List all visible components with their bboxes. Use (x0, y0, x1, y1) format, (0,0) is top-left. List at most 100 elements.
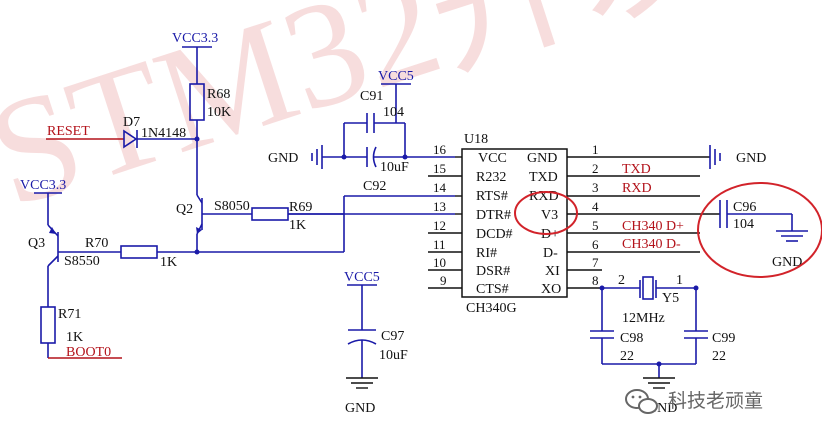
c98-ref: C98 (620, 331, 643, 346)
r68-value: 10K (207, 105, 231, 120)
c99-value: 22 (712, 349, 726, 364)
c92-value: 10uF (380, 160, 409, 175)
pin-12-num: 12 (433, 218, 446, 233)
pin-12-name: DCD# (476, 227, 513, 242)
pin-2-name: TXD (529, 170, 558, 185)
pin-16-num: 16 (433, 142, 447, 157)
pin-7-num: 7 (592, 255, 599, 270)
watermark-text: STM32开发 (0, 0, 743, 239)
vcc33-left-label: VCC3.3 (20, 178, 66, 193)
capacitor-c91: C91 104 (343, 89, 406, 157)
gnd-c96: GND (772, 230, 808, 270)
pin-10-name: DSR# (476, 264, 510, 279)
pin-9-num: 9 (440, 273, 447, 288)
pin-3-num: 3 (592, 180, 599, 195)
diode-d7: D7 1N4148 (123, 115, 200, 149)
q3-ref: Q3 (28, 236, 45, 251)
capacitor-c99: C99 22 (684, 288, 735, 364)
wechat-icon (625, 389, 658, 414)
gnd-c97: GND (345, 377, 378, 416)
q2-value: S8050 (214, 199, 250, 214)
vcc5-top-label: VCC5 (378, 69, 414, 84)
u18-left-pins: 16 VCC 15 R232 14 RTS# 13 DTR# 12 DCD# 1… (428, 142, 513, 297)
y5-ref: Y5 (662, 291, 679, 306)
reset-net: RESET (46, 124, 124, 140)
q3-value: S8550 (64, 254, 100, 269)
resistor-r68: R68 10K (189, 83, 231, 195)
pin-8-name: XO (541, 282, 561, 297)
v3-highlight-circle (514, 191, 578, 235)
c96-ref: C96 (733, 200, 756, 215)
c97-ref: C97 (381, 329, 404, 344)
y5-value: 12MHz (622, 311, 665, 326)
pin-7-name: XI (545, 264, 560, 279)
pin-1-name: GND (527, 151, 557, 166)
pin-9-name: CTS# (476, 282, 509, 297)
pin-4-name: V3 (541, 208, 558, 223)
pin-11-num: 11 (433, 237, 446, 252)
pin-4-num: 4 (592, 199, 599, 214)
vcc5-mid-label: VCC5 (344, 270, 380, 285)
gnd-right-label: GND (736, 151, 766, 166)
capacitor-c92: C92 10uF (341, 146, 455, 194)
capacitor-c96: C96 104 (719, 200, 793, 232)
c91-ref: C91 (360, 89, 383, 104)
r71-value: 1K (66, 330, 83, 345)
capacitor-c98: C98 22 (590, 288, 643, 364)
pin-6-num: 6 (592, 237, 599, 252)
vcc33-top-symbol: VCC3.3 (172, 31, 218, 84)
vcc33-left-symbol: VCC3.3 (20, 178, 66, 225)
resistor-r69: R69 1K (251, 200, 344, 233)
r70-ref: R70 (85, 236, 108, 251)
pin-10-num: 10 (433, 255, 446, 270)
y5-pin2: 2 (618, 273, 625, 288)
r70-value: 1K (160, 255, 177, 270)
transistor-q3: Q3 S8550 (28, 224, 121, 307)
r69-value: 1K (289, 218, 306, 233)
gnd-crystal: GND (602, 361, 696, 416)
rxd-net-label: RXD (622, 181, 652, 196)
crystal-y5: 2 1 Y5 12MHz (599, 273, 699, 326)
u18-right-pins: 1 GND 2 TXD 3 RXD 4 V3 5 D+ 6 D- 7 XI 8 … (527, 142, 720, 297)
pin-15-name: R232 (476, 170, 506, 185)
d7-value: 1N4148 (141, 126, 186, 141)
boot0-label: BOOT0 (66, 345, 111, 360)
pin-13-name: DTR# (476, 208, 511, 223)
c96-value: 104 (733, 217, 754, 232)
c91-value: 104 (383, 105, 404, 120)
ic-u18: U18 CH340G (461, 132, 568, 316)
gnd-left-label: GND (268, 151, 298, 166)
vcc33-top-label: VCC3.3 (172, 31, 218, 46)
pin-2-num: 2 (592, 161, 599, 176)
reset-label: RESET (47, 124, 90, 139)
y5-pin1: 1 (676, 273, 683, 288)
pin-15-num: 15 (433, 161, 446, 176)
r69-ref: R69 (289, 200, 312, 215)
txd-net-label: TXD (622, 162, 651, 177)
transistor-q2: Q2 S8050 (176, 194, 252, 252)
r71-ref: R71 (58, 307, 81, 322)
gnd-c96-label: GND (772, 255, 802, 270)
vcc5-mid-symbol: VCC5 (344, 270, 380, 330)
wechat-badge: 科技老顽童 (625, 389, 763, 414)
resistor-r71: R71 1K BOOT0 (40, 306, 122, 360)
pin-6-name: D- (543, 246, 558, 261)
q2-ref: Q2 (176, 202, 193, 217)
wechat-account-label: 科技老顽童 (668, 390, 763, 412)
gnd-left-ic: GND (268, 145, 344, 169)
pin-16-name: VCC (478, 151, 507, 166)
pin-14-num: 14 (433, 180, 447, 195)
c97-value: 10uF (379, 348, 408, 363)
dminus-net-label: CH340 D- (622, 237, 681, 252)
c96-highlight-circle (697, 182, 822, 278)
pin-13-num: 13 (433, 199, 446, 214)
c92-ref: C92 (363, 179, 386, 194)
c98-value: 22 (620, 349, 634, 364)
pin-5-num: 5 (592, 218, 599, 233)
vcc5-top-symbol: VCC5 (378, 69, 414, 123)
gnd-c97-label: GND (345, 401, 375, 416)
c99-ref: C99 (712, 331, 735, 346)
gnd-right-ic: GND (709, 145, 766, 169)
capacitor-c97: C97 10uF (347, 329, 408, 378)
